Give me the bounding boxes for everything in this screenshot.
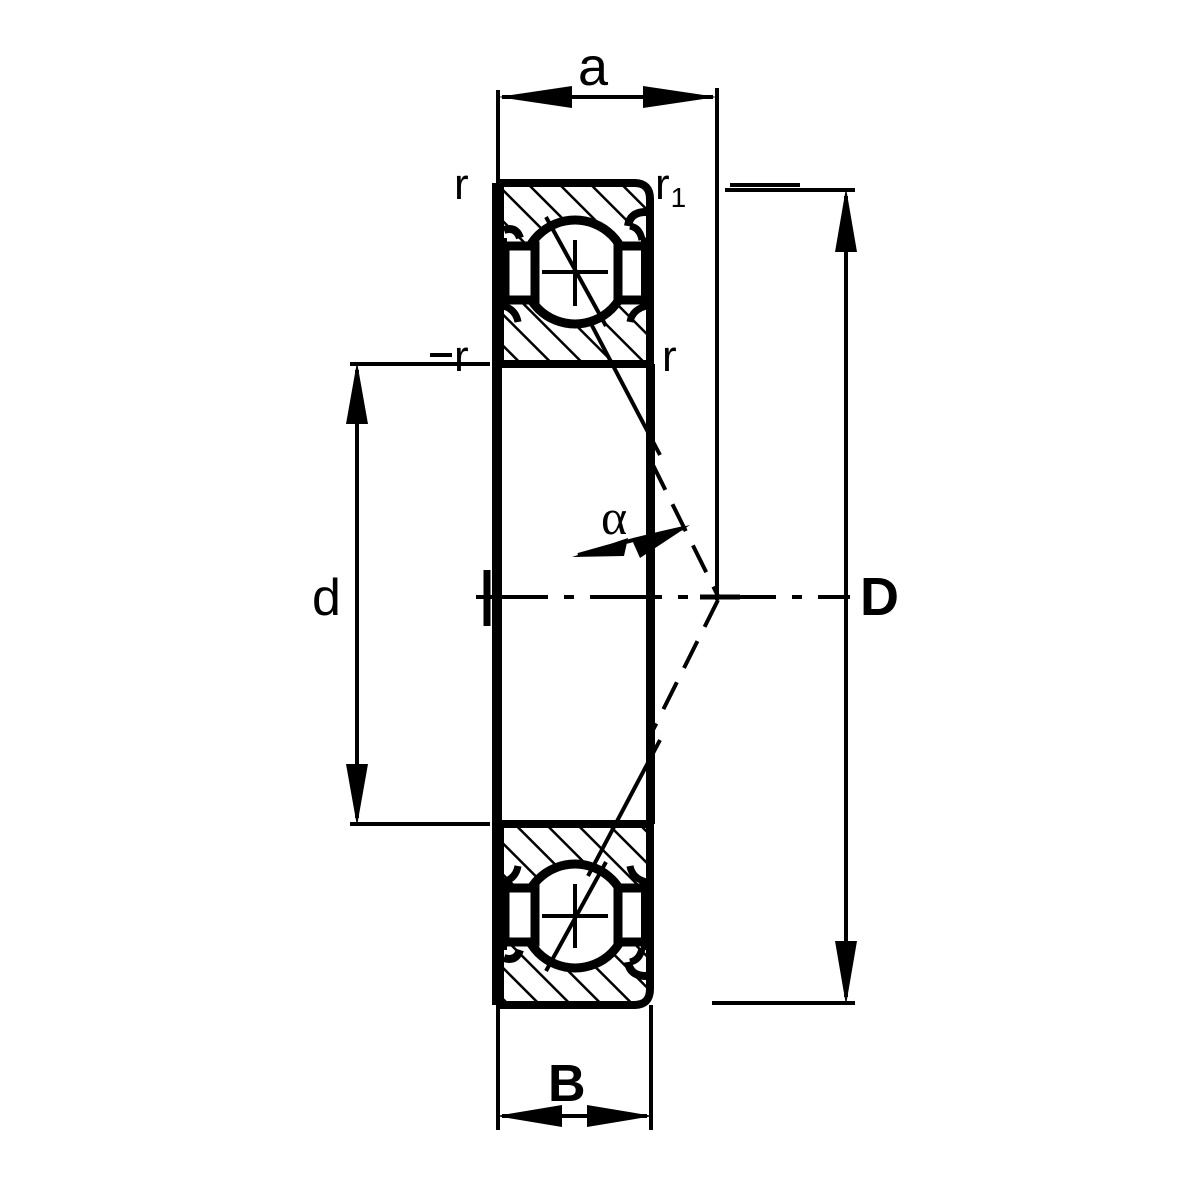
chamfer-leader-lines [430, 183, 800, 357]
top-rolling-element-assembly [499, 208, 653, 329]
bottom-rolling-element-assembly [499, 859, 653, 980]
centre-axis [476, 570, 850, 626]
chamfer-label-top-left: r [454, 160, 469, 209]
dimension-label-alpha: α [601, 489, 628, 545]
chamfer-label-top-right: r1 [655, 160, 686, 212]
chamfer-label-top-right-subscript: 1 [670, 182, 687, 213]
dimension-label-a: a [578, 37, 609, 97]
dimension-B [496, 1005, 653, 1130]
chamfer-label-mid-right: r [662, 332, 677, 381]
chamfer-label-top-right-base: r [655, 160, 670, 209]
dimension-d [346, 362, 490, 826]
contact-angle-construction [572, 317, 740, 877]
dimension-label-D: D [860, 567, 899, 627]
dimension-label-d: d [312, 569, 341, 627]
dimension-a [496, 86, 719, 600]
outer-ring [496, 179, 654, 1009]
dimension-D [712, 188, 857, 1005]
dimension-label-B: B [548, 1055, 586, 1113]
chamfer-label-mid-left: r [454, 332, 469, 381]
